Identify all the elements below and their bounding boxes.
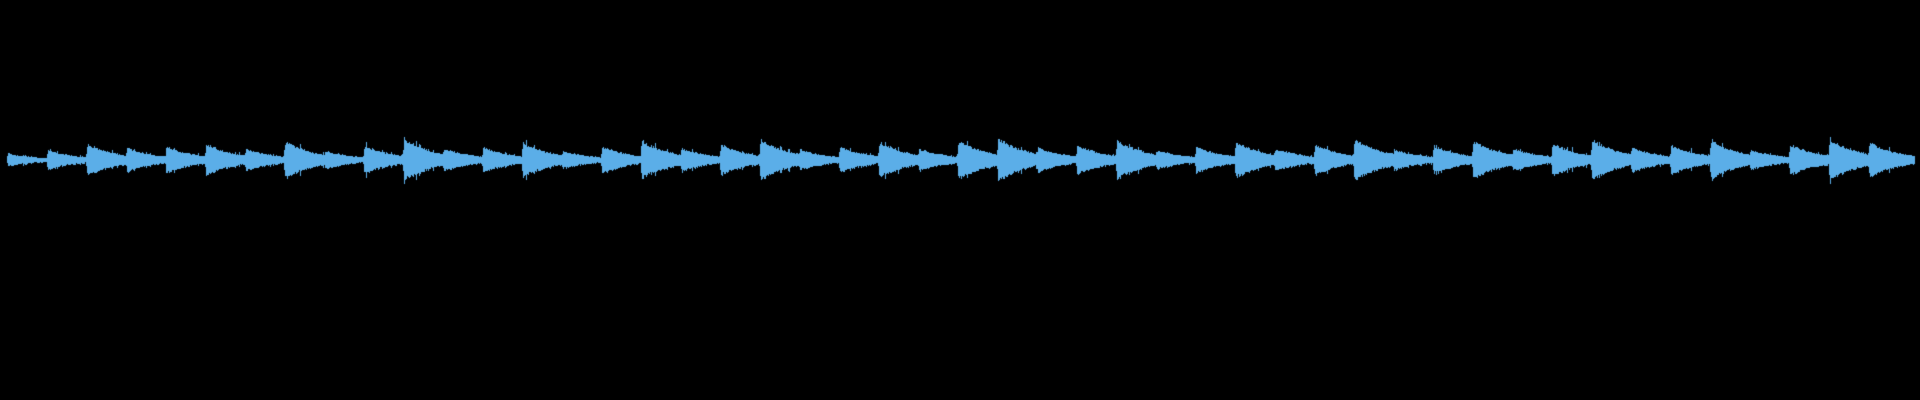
audio-waveform[interactable] <box>0 0 1920 400</box>
waveform-viewer[interactable]: Audio Waveform <box>0 0 1920 400</box>
